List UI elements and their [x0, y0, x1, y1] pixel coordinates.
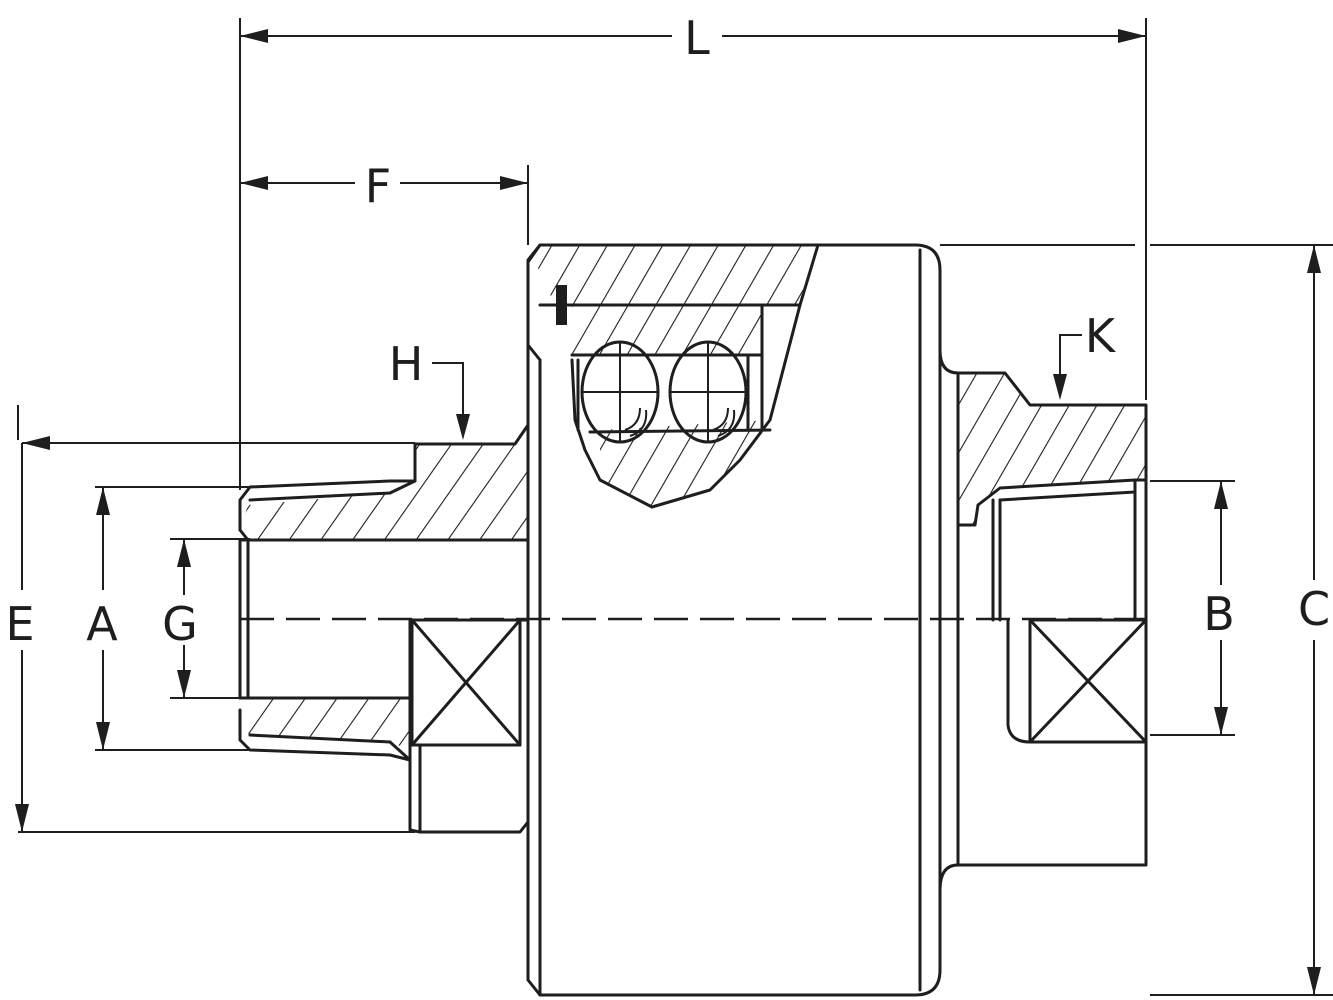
right-shaft [938, 348, 1148, 892]
dim-label-L: L [684, 11, 710, 65]
left-shaft [238, 423, 530, 834]
leader-K: K [1053, 309, 1117, 400]
dimension-C: C [1298, 245, 1330, 995]
dimension-A: A [86, 487, 118, 750]
dim-label-K: K [1085, 309, 1117, 363]
dim-label-F: F [365, 159, 391, 213]
dimension-F: F [240, 159, 528, 213]
leader-H: H [389, 337, 470, 440]
extension-lines [17, 18, 1333, 996]
dim-label-B: B [1203, 587, 1235, 641]
dim-label-H: H [389, 337, 424, 391]
dimension-L: L [240, 11, 1146, 65]
dimension-B: B [1203, 481, 1235, 735]
dimension-E: E [5, 436, 415, 832]
dim-label-E: E [5, 597, 34, 651]
housing-body [526, 243, 1135, 997]
dim-label-G: G [162, 597, 198, 651]
dim-label-C: C [1298, 582, 1330, 636]
retaining-ring [556, 285, 567, 325]
dim-label-A: A [86, 597, 118, 651]
dimension-G: G [162, 539, 198, 698]
